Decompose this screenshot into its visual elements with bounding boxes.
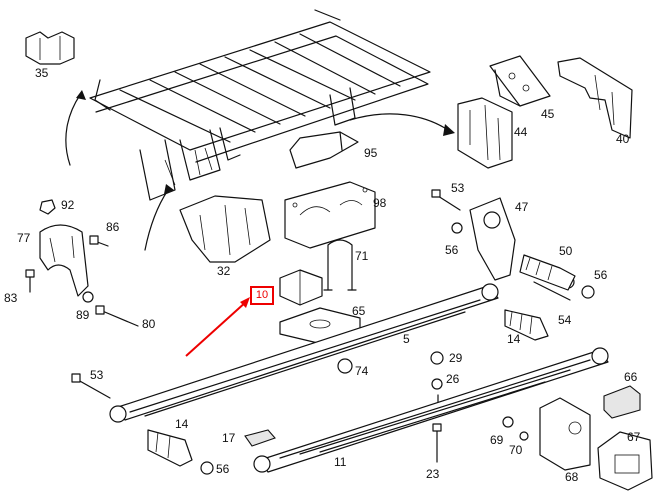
bracket-68 xyxy=(539,397,591,471)
leaf-spring-11 xyxy=(253,347,609,473)
label-77: 77 xyxy=(17,231,31,245)
callout-10[interactable]: 10 xyxy=(250,286,274,305)
label-71: 71 xyxy=(355,249,369,263)
arrowhead xyxy=(76,90,86,100)
buffer-67 xyxy=(597,431,653,491)
label-35: 35 xyxy=(35,66,49,80)
label-66: 66 xyxy=(624,370,638,384)
label-45: 45 xyxy=(541,107,555,121)
label-32: 32 xyxy=(217,264,231,278)
label-69: 69 xyxy=(490,433,504,447)
bushing-14 xyxy=(504,309,549,341)
label-68: 68 xyxy=(565,470,579,484)
flow-arrow xyxy=(349,113,449,131)
label-5: 5 xyxy=(403,332,410,346)
plate-95 xyxy=(289,131,359,169)
label-44: 44 xyxy=(514,125,528,139)
label-26: 26 xyxy=(446,372,460,386)
bracket-45 xyxy=(489,55,551,107)
label-95: 95 xyxy=(364,146,378,160)
label-86: 86 xyxy=(106,220,120,234)
label-56-bottom: 56 xyxy=(216,462,230,476)
shackle-47 xyxy=(469,197,516,281)
label-80: 80 xyxy=(142,317,156,331)
arrowhead xyxy=(164,184,174,194)
leaf-spring-5-leaves xyxy=(129,299,481,417)
label-92: 92 xyxy=(61,198,75,212)
label-56-left: 56 xyxy=(445,243,459,257)
label-56-right: 56 xyxy=(594,268,608,282)
chassis-frame xyxy=(89,9,431,201)
label-14-right: 14 xyxy=(507,332,521,346)
label-23: 23 xyxy=(426,467,440,481)
label-98: 98 xyxy=(373,196,387,210)
label-53-left: 53 xyxy=(90,368,104,382)
bracket-77 xyxy=(39,224,89,297)
label-83: 83 xyxy=(4,291,18,305)
bump-stop-66 xyxy=(603,385,641,419)
label-29: 29 xyxy=(449,351,463,365)
label-67: 67 xyxy=(627,430,641,444)
label-65: 65 xyxy=(352,304,366,318)
bracket-35 xyxy=(25,31,75,65)
callout-arrow xyxy=(185,300,248,357)
label-17: 17 xyxy=(222,431,236,445)
label-47: 47 xyxy=(515,200,529,214)
bushing-14b xyxy=(147,429,193,467)
label-53-top: 53 xyxy=(451,181,465,195)
label-40: 40 xyxy=(616,132,630,146)
label-74: 74 xyxy=(355,364,369,378)
label-70: 70 xyxy=(509,443,523,457)
label-89: 89 xyxy=(76,308,90,322)
spring-pad-98 xyxy=(284,181,376,249)
spring-hanger-44 xyxy=(457,97,513,169)
bracket-40 xyxy=(557,57,633,139)
saddle-10 xyxy=(279,269,323,306)
label-50: 50 xyxy=(559,244,573,258)
arrowhead xyxy=(443,124,455,136)
bushing-50 xyxy=(519,254,576,291)
label-11: 11 xyxy=(334,455,347,469)
flow-arrow xyxy=(144,189,169,251)
mounting-bracket-32 xyxy=(179,195,271,263)
flow-arrow xyxy=(65,94,81,166)
label-14-left: 14 xyxy=(175,417,189,431)
callout-arrowhead xyxy=(240,297,250,308)
u-bolt-71 xyxy=(323,239,357,291)
label-54: 54 xyxy=(558,313,572,327)
pad-17 xyxy=(244,429,276,447)
